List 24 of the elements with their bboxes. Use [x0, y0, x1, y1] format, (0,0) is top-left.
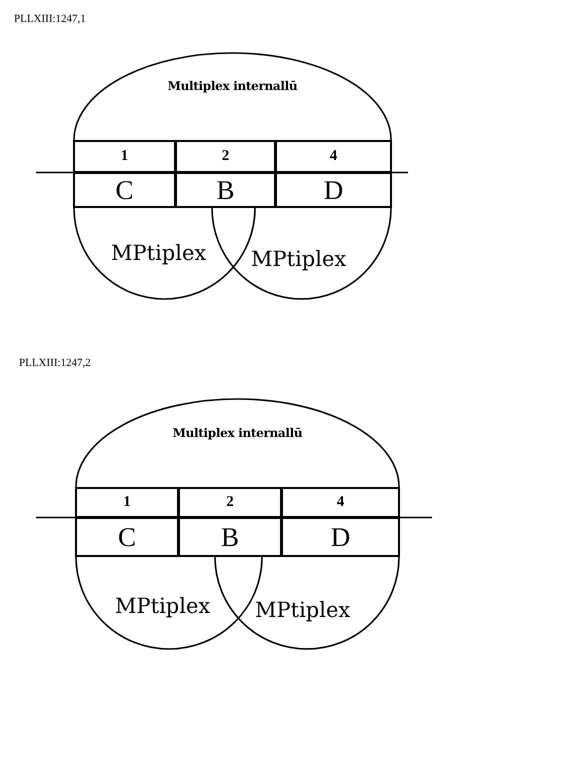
number-cell: 1 [73, 140, 176, 173]
semicircle-dome [75, 398, 400, 488]
semicircle-bowl [211, 207, 392, 300]
letter-cell: B [175, 172, 276, 208]
dome-label: Multiplex internallū [172, 426, 304, 440]
number-cell: 2 [178, 487, 282, 518]
letter-cell: D [281, 517, 400, 557]
bowl-label: MPtiplex [251, 247, 346, 271]
figure-id: PLLXIII:1247,1 [14, 13, 86, 25]
semicircle-dome [73, 52, 392, 141]
number-cell: 4 [275, 140, 392, 173]
bowl-label: MPtiplex [111, 241, 206, 265]
number-cell: 4 [281, 487, 400, 518]
letter-cell: C [75, 517, 179, 557]
letter-cell: D [275, 172, 392, 208]
number-cell: 1 [75, 487, 179, 518]
letter-cell: C [73, 172, 176, 208]
number-cell: 2 [175, 140, 276, 173]
dome-label: Multiplex internallū [166, 79, 298, 93]
bowl-label: MPtiplex [115, 594, 210, 618]
bowl-label: MPtiplex [255, 598, 350, 622]
semicircle-bowl [214, 556, 400, 650]
letter-cell: B [178, 517, 282, 557]
figure-id: PLLXIII:1247,2 [19, 357, 91, 369]
